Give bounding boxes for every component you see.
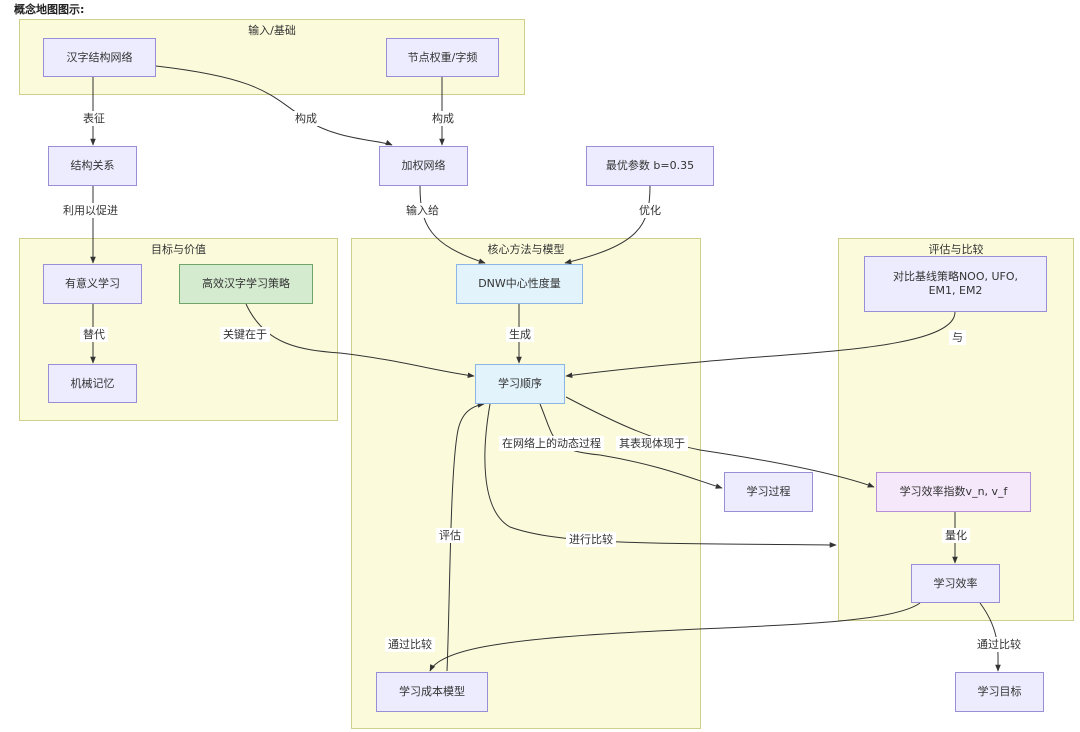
edge-label-compose-2: 构成 [429,111,457,126]
node-dnw[interactable]: DNW中心性度量 [456,264,583,304]
edge-label-evaluate: 评估 [436,528,464,543]
edge-efficiency-to-cost [429,602,921,672]
edge-structure-network-to-weighted [155,65,393,146]
edge-label-generate: 生成 [506,327,534,342]
edge-label-replace: 替代 [80,327,108,342]
edge-order-to-eval-group [484,403,837,548]
node-weighted-network[interactable]: 加权网络 [379,146,468,186]
node-learning-cost-model[interactable]: 学习成本模型 [376,672,488,712]
node-meaningful-learning[interactable]: 有意义学习 [43,264,142,304]
group-eval-title: 评估与比较 [928,243,984,256]
edge-label-compare-do: 进行比较 [566,532,616,547]
edge-label-promote: 利用以促进 [60,203,121,218]
page-title: 概念地图图示: [14,3,85,16]
node-optimal-param[interactable]: 最优参数 b=0.35 [586,146,714,186]
edge-label-represent: 表征 [80,111,108,126]
edge-label-input-to: 输入给 [403,203,442,218]
group-core-title: 核心方法与模型 [487,243,565,256]
edge-order-to-index [565,396,875,488]
edge-baseline-to-order [565,311,956,378]
node-efficiency-index[interactable]: 学习效率指数v_n, v_f [876,472,1031,512]
node-learning-efficiency[interactable]: 学习效率 [911,564,1000,603]
edge-order-to-process [539,403,723,489]
node-learning-process[interactable]: 学习过程 [724,472,813,512]
node-structure-relation[interactable]: 结构关系 [48,146,137,186]
edge-label-key: 关键在于 [220,327,270,342]
node-baseline[interactable]: 对比基线策略NOO, UFO, EM1, EM2 [864,256,1047,312]
edge-label-via-compare-1: 通过比较 [385,637,435,652]
edge-label-with: 与 [949,330,966,345]
group-goal-title: 目标与价值 [151,243,206,256]
node-efficient-strategy[interactable]: 高效汉字学习策略 [179,264,313,304]
edge-label-dynamic: 在网络上的动态过程 [499,436,604,451]
edge-label-via-compare-2: 通过比较 [974,637,1024,652]
edge-param-to-dnw [564,185,651,265]
node-structure-network[interactable]: 汉字结构网络 [43,38,156,77]
node-node-weight[interactable]: 节点权重/字频 [386,38,499,77]
edge-label-optimize: 优化 [636,203,664,218]
edge-label-compose-1: 构成 [292,111,320,126]
edge-cost-to-order [446,402,485,672]
node-learning-order[interactable]: 学习顺序 [475,364,565,404]
node-rote-memory[interactable]: 机械记忆 [48,364,137,403]
node-learning-goal[interactable]: 学习目标 [955,672,1044,712]
edge-label-embodied: 其表现体现于 [616,436,688,451]
edge-label-quantify: 量化 [942,528,970,543]
edge-strategy-to-order [245,303,475,379]
group-input-title: 输入/基础 [248,24,296,37]
edge-weighted-to-dnw [419,185,486,264]
